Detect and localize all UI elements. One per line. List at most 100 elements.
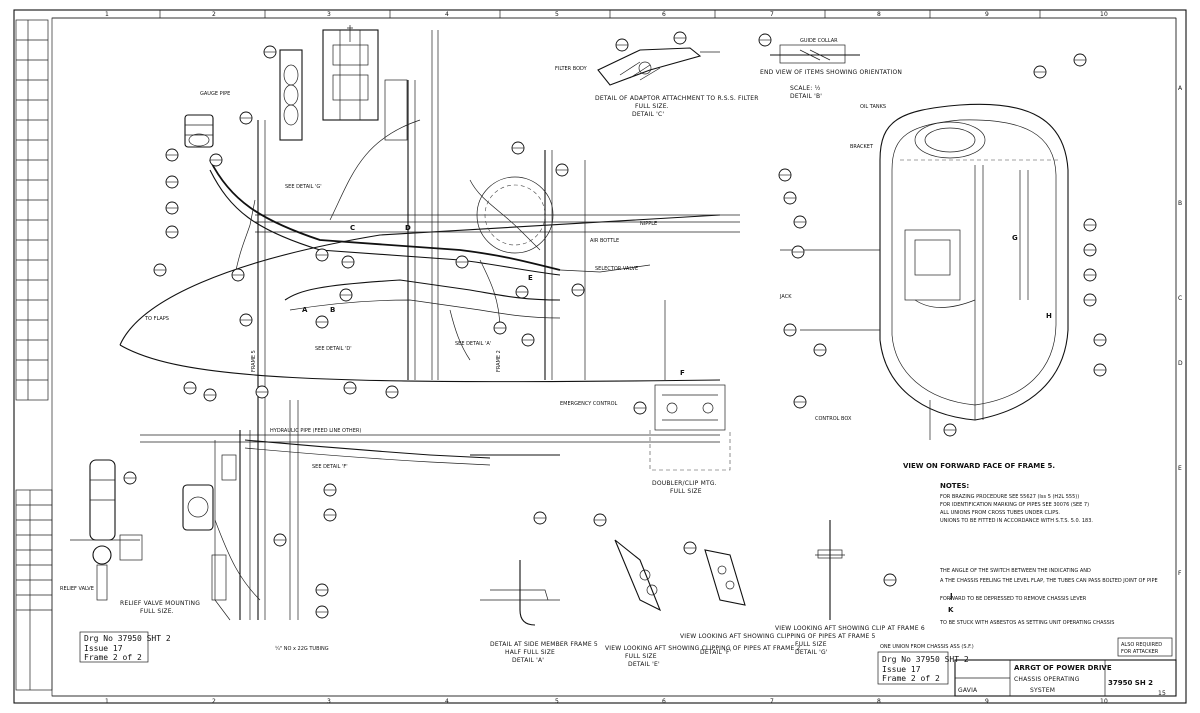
balloon — [165, 175, 179, 189]
balloon — [123, 471, 137, 485]
note-line-3: ALL UNIONS FROM CROSS TUBES UNDER CLIPS. — [940, 510, 1060, 516]
balloon — [673, 31, 687, 45]
bottom-col-9: 9 — [985, 698, 989, 705]
doubler-clip-detail: DOUBLER/CLIP MTG. FULL SIZE — [649, 384, 731, 495]
balloon — [385, 385, 399, 399]
balloon — [315, 583, 329, 597]
balloon — [153, 263, 167, 277]
adaptor-detail-c: FILTER BODY DETAIL OF ADAPTOR ATTACHMENT… — [555, 47, 759, 118]
balloon — [1083, 243, 1097, 257]
balloon — [791, 245, 805, 259]
also-required-box: ALSO REQUIRED FOR ATTACKER — [1117, 637, 1173, 657]
balloon — [341, 255, 355, 269]
adaptor-detail-title: DETAIL OF ADAPTOR ATTACHMENT TO R.S.S. F… — [595, 95, 759, 102]
end-view-detail-b: GUIDE COLLAR END VIEW OF ITEMS SHOWING O… — [760, 38, 902, 100]
junction-circle — [476, 176, 554, 254]
balloon — [455, 255, 469, 269]
drawing-frame — [51, 17, 1177, 697]
end-view-scale: SCALE: ½ — [790, 85, 821, 92]
doubler-scale: FULL SIZE — [670, 488, 702, 495]
drawing-stamp-left: Drg No 37950 SHT 2 Issue 17 Frame 2 of 2 — [79, 631, 171, 663]
top-col-3: 3 — [327, 11, 331, 18]
top-col-4: 4 — [445, 11, 449, 18]
callout-letter: F — [680, 369, 685, 377]
title-block: GAVIA ARRGT OF POWER DRIVE CHASSIS OPERA… — [954, 659, 1177, 697]
row-e: E — [1178, 465, 1182, 472]
clipping-fwd-ref: DETAIL 'F' — [700, 649, 732, 656]
balloon — [633, 401, 647, 415]
bottom-zone-ruler: 1 2 3 4 5 6 7 8 9 10 — [52, 695, 1176, 705]
notes-block: NOTES: FOR BRAZING PROCEDURE SEE 55627 (… — [939, 482, 1158, 626]
top-col-6: 6 — [662, 11, 666, 18]
drawing-stamp-right: Drg No 37950 SHT 2 Issue 17 Frame 2 of 2… — [877, 644, 974, 685]
oil-tanks-label: OIL TANKS — [860, 104, 886, 110]
row-d: D — [1178, 360, 1183, 367]
detail-g-clip: VIEW LOOKING AFT SHOWING CLIP AT FRAME 6… — [775, 520, 925, 656]
balloon — [521, 333, 535, 347]
right-stamp-frame: Frame 2 of 2 — [882, 674, 940, 683]
row-a: A — [1178, 85, 1183, 92]
frame-2-label: FRAME 2 — [496, 350, 502, 372]
top-zone-ruler: 1 2 3 4 5 6 7 8 9 10 — [52, 10, 1176, 19]
detail-f-clipping: VIEW LOOKING AFT SHOWING CLIPPING OF PIP… — [680, 549, 875, 656]
detail-d-ref: SEE DETAIL 'D' — [315, 346, 352, 352]
kit-note: ONE UNION FROM CHASSIS ASS (S.F.) — [880, 644, 974, 650]
left-stamp-issue: Issue 17 — [84, 644, 123, 653]
callout-letter: D — [405, 224, 411, 232]
nipple-label: NIPPLE — [640, 221, 657, 227]
amendment-strip — [15, 19, 53, 691]
top-col-9: 9 — [985, 11, 989, 18]
filter-body-label: FILTER BODY — [555, 66, 588, 72]
balloon — [615, 38, 629, 52]
callout-letter: B — [330, 306, 335, 314]
balloon — [323, 508, 337, 522]
end-view-ref: DETAIL 'B' — [790, 93, 822, 100]
balloon — [1093, 363, 1107, 377]
frame-lines — [257, 30, 666, 620]
left-stamp-title: Drg No 37950 SHT 2 — [84, 634, 171, 643]
union-label: ¼" NO x 22G TUBING — [275, 646, 329, 652]
balloon — [943, 423, 957, 437]
balloon — [239, 313, 253, 327]
top-col-5: 5 — [555, 11, 559, 18]
balloon — [793, 395, 807, 409]
bottom-col-5: 5 — [555, 698, 559, 705]
misc-annotations: TO FLAPS HYDRAULIC PIPE (FEED LINE OTHER… — [60, 144, 874, 652]
note-line-4: UNIONS TO BE FITTED IN ACCORDANCE WITH S… — [940, 518, 1093, 524]
balloon — [273, 533, 287, 547]
note-ref-2: A THE CHASSIS FEELING THE LEVEL FLAP, TH… — [940, 578, 1158, 584]
note-line-1: FOR BRAZING PROCEDURE SEE 55627 (Iss 5 (… — [940, 494, 1079, 500]
balloon — [315, 605, 329, 619]
callout-letter: G — [1012, 234, 1018, 242]
also-required-1: ALSO REQUIRED — [1121, 642, 1162, 648]
emergency-label: EMERGENCY CONTROL — [560, 401, 618, 407]
top-structure: GAUGE PIPE — [200, 25, 408, 141]
balloon — [515, 285, 529, 299]
clip-frame6-ref: DETAIL 'G' — [795, 649, 828, 656]
left-stamp-frame: Frame 2 of 2 — [84, 653, 142, 662]
bottle-label: AIR BOTTLE — [590, 238, 619, 244]
balloon — [511, 141, 525, 155]
clip-frame6-title: VIEW LOOKING AFT SHOWING CLIP AT FRAME 6 — [775, 625, 925, 632]
control-box-label: CONTROL BOX — [815, 416, 852, 422]
row-f: F — [1178, 570, 1182, 577]
sheet-border — [13, 9, 1187, 704]
forward-view-title: VIEW ON FORWARD FACE OF FRAME 5. — [903, 462, 1055, 470]
callout-letter: E — [528, 274, 533, 282]
top-col-8: 8 — [877, 11, 881, 18]
selector-label: SELECTOR VALVE — [595, 266, 638, 272]
balloon — [323, 483, 337, 497]
bottom-col-4: 4 — [445, 698, 449, 705]
top-col-2: 2 — [212, 11, 216, 18]
balloon — [239, 111, 253, 125]
callout-letters: A B C D E F G H J K — [302, 224, 1052, 614]
title-line-1: ARRGT OF POWER DRIVE — [1014, 664, 1112, 672]
balloon — [555, 163, 569, 177]
callout-letter: K — [948, 606, 954, 614]
clip-frame6-scale: FULL SIZE — [795, 641, 827, 648]
balloon — [1073, 53, 1087, 67]
top-col-1: 1 — [105, 11, 109, 18]
balloon — [165, 201, 179, 215]
frame-5-label: FRAME 5 — [251, 350, 257, 372]
hydraulic-pipe-label: HYDRAULIC PIPE (FEED LINE OTHER) — [270, 428, 361, 434]
